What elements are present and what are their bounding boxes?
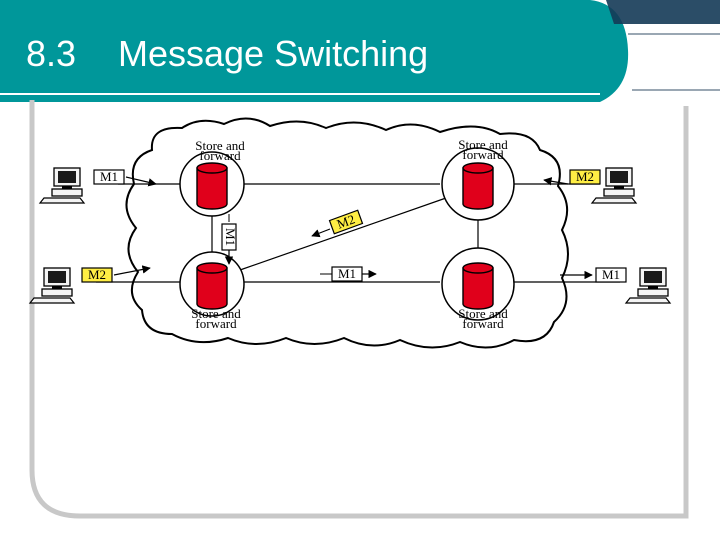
node-bottom-left bbox=[179, 251, 245, 317]
message-host-bottom-right-label: M1 bbox=[602, 267, 620, 282]
message-link-vertical-left-label: M1 bbox=[223, 228, 238, 246]
node-label-top-right-line1: Store and bbox=[458, 137, 508, 152]
computer-bottom-right-icon bbox=[625, 267, 671, 304]
node-top-right bbox=[441, 147, 515, 221]
message-host-bottom-left: M2 bbox=[81, 265, 151, 283]
computer-top-left-icon bbox=[39, 167, 85, 204]
node-label-bottom-right-line2: forward bbox=[462, 316, 504, 331]
message-host-bottom-right: M1 bbox=[560, 267, 627, 283]
node-label-bottom-right-line1: Store and bbox=[458, 306, 508, 321]
message-host-top-left-label: M1 bbox=[100, 169, 118, 184]
message-link-vertical-left: M1 bbox=[221, 214, 238, 265]
slide-title-number: 8.3 bbox=[26, 33, 76, 74]
message-link-diagonal-arrow bbox=[311, 228, 331, 238]
node-bottom-right bbox=[441, 247, 515, 321]
message-link-diagonal: M2 bbox=[328, 209, 364, 235]
link-diagonal bbox=[239, 197, 447, 271]
message-link-diagonal-label: M2 bbox=[335, 211, 357, 231]
message-link-bottom-label: M1 bbox=[338, 266, 356, 281]
node-label-bottom-left-line1: Store and bbox=[191, 306, 241, 321]
node-label-bottom-left-line2: forward bbox=[195, 316, 237, 331]
message-host-top-right: M2 bbox=[543, 169, 601, 186]
slide-title: Message Switching bbox=[118, 33, 428, 74]
node-top-left bbox=[179, 151, 245, 217]
title-bar bbox=[0, 0, 720, 102]
message-host-top-right-label: M2 bbox=[576, 169, 594, 184]
node-label-top-left-line2: forward bbox=[199, 148, 241, 163]
node-label-top-right-line2: forward bbox=[462, 147, 504, 162]
message-host-top-left: M1 bbox=[93, 169, 157, 187]
content-frame bbox=[29, 100, 689, 519]
message-link-bottom: M1 bbox=[320, 266, 377, 282]
computer-bottom-left-icon bbox=[29, 267, 75, 304]
node-label-top-left-line1: Store and bbox=[195, 138, 245, 153]
message-host-bottom-left-label: M2 bbox=[88, 267, 106, 282]
